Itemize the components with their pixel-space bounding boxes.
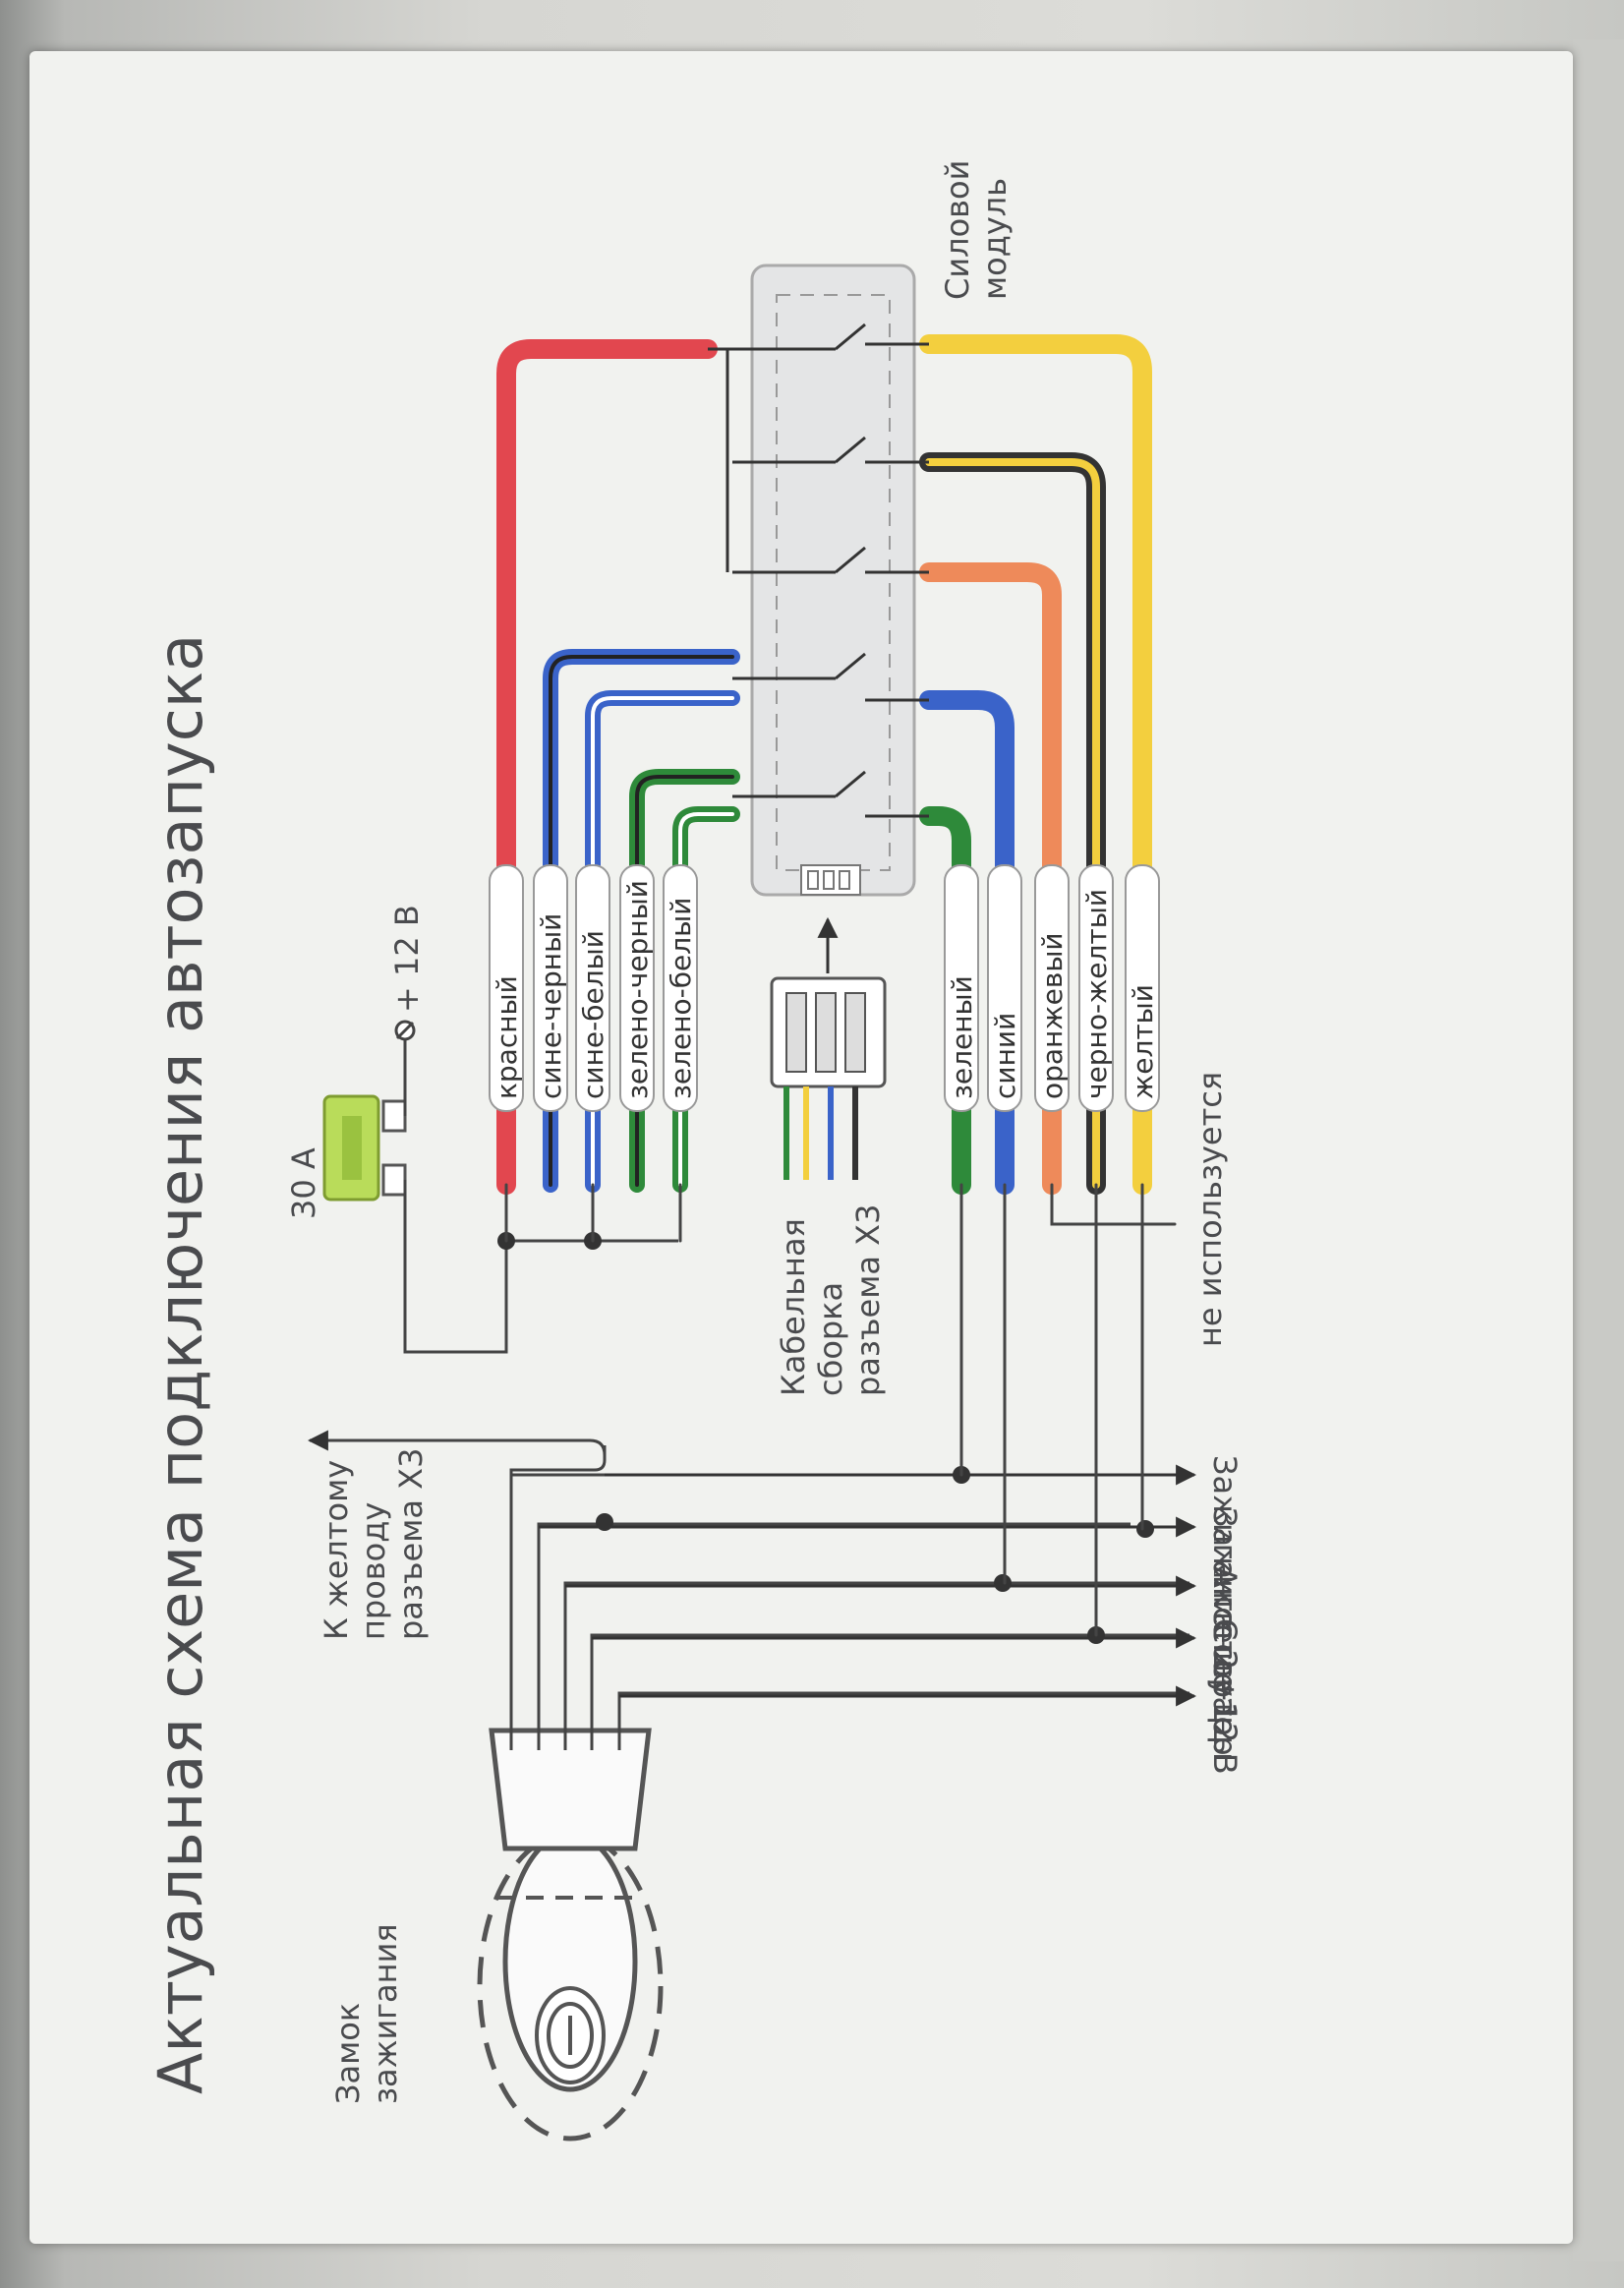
- output-ignition-2: Зажигание 2: [1206, 1455, 1244, 1670]
- ignition-outputs: Зажигание 2 Зажигание 1 Аксессуары Старт…: [1206, 1455, 1244, 1775]
- output-plus12: +12 В: [1206, 1676, 1244, 1775]
- lock-leads: [509, 1445, 1189, 1750]
- tag-blue-black: сине-черный: [535, 913, 567, 1099]
- tag-green-white: зелено-белый: [665, 898, 697, 1099]
- svg-text:Замок: Замок: [329, 2003, 367, 2104]
- wire-tags-bottom: зеленый синий оранжевый черно-желтый жел…: [944, 864, 1160, 1112]
- power-module-label: Силовой модуль: [939, 160, 1014, 300]
- svg-text:модуль: модуль: [976, 178, 1014, 300]
- ignition-lock-icon: [477, 1728, 664, 2141]
- plus12-label: + 12 В: [388, 905, 426, 1013]
- tag-blue-white: сине-белый: [577, 930, 609, 1099]
- output-accessories: Аксессуары: [1206, 1566, 1244, 1761]
- tag-green-black: зелено-черный: [621, 880, 654, 1099]
- svg-text:Кабельная: Кабельная: [775, 1218, 812, 1396]
- tag-green: зеленый: [946, 975, 978, 1099]
- svg-text:Силовой: Силовой: [939, 160, 976, 300]
- svg-text:разъема Х3: разъема Х3: [392, 1448, 430, 1640]
- not-used-label: не используется: [1191, 1072, 1229, 1347]
- fuse-label: 30 А: [285, 1147, 322, 1219]
- svg-text:разъема Х3: разъема Х3: [849, 1204, 887, 1396]
- svg-text:зажигания: зажигания: [367, 1923, 404, 2104]
- tag-red: красный: [491, 975, 523, 1099]
- paper-edge: [1573, 39, 1624, 2261]
- svg-text:К желтому: К желтому: [318, 1460, 355, 1640]
- svg-text:сборка: сборка: [812, 1282, 849, 1396]
- diagram-title: Актуальная схема подключения автозапуска: [145, 634, 216, 2094]
- cable-assembly-label: Кабельная сборка разъема Х3: [775, 1204, 887, 1396]
- fuse-icon: [322, 1094, 407, 1202]
- power-module: [708, 264, 929, 897]
- output-ignition-1: Зажигание 1: [1206, 1507, 1244, 1722]
- tag-blue: синий: [989, 1013, 1021, 1099]
- wire-tags-top: красный сине-черный сине-белый зелено-че…: [489, 864, 698, 1112]
- top-wires: [496, 339, 740, 1243]
- yellow-x3-arrow: [307, 1430, 607, 1456]
- bottom-wires: [919, 334, 1177, 1637]
- output-starter: Стартер: [1206, 1618, 1244, 1756]
- tag-yellow: желтый: [1127, 984, 1159, 1099]
- ignition-lock-label: Замок зажигания: [329, 1923, 404, 2104]
- svg-text:проводу: проводу: [355, 1502, 392, 1640]
- tag-orange: оранжевый: [1036, 932, 1069, 1099]
- x3-connector-icon: [770, 916, 887, 1180]
- tag-black-yellow: черно-желтый: [1080, 889, 1113, 1099]
- yellow-x3-note: К желтому проводу разъема Х3: [318, 1448, 430, 1640]
